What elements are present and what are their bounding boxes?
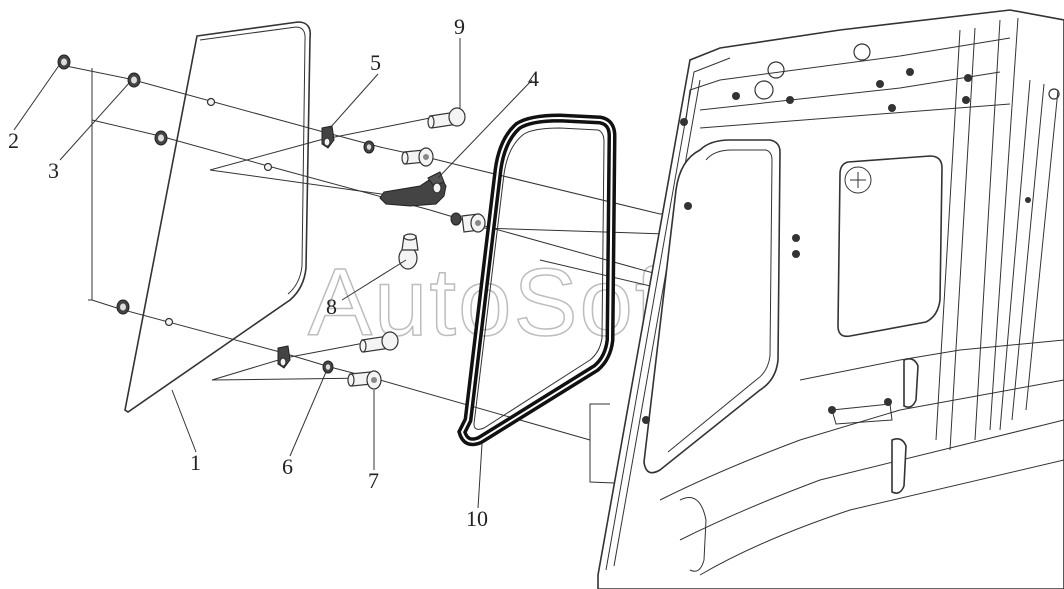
cab-fastener-marks (642, 43, 1060, 424)
hinge-6 (277, 345, 291, 369)
latch-handle-4 (379, 171, 486, 233)
callout-1: 1 (190, 450, 201, 475)
callout-5: 5 (370, 50, 381, 75)
hinge-5 (321, 125, 335, 149)
bolt-upper (401, 147, 434, 167)
callout-8: 8 (326, 294, 337, 319)
washer-upper (363, 140, 375, 154)
bushing-8-upper (359, 331, 399, 353)
glass-hole-3 (164, 317, 174, 327)
glass-pane (124, 21, 312, 413)
callout-4: 4 (528, 66, 539, 91)
bushing-9 (427, 107, 466, 129)
callout-9: 9 (454, 14, 465, 39)
callout-labels: 1 2 3 4 5 6 7 8 9 10 (8, 14, 539, 531)
glass-hole-2 (263, 162, 273, 172)
grommet-3-upper (127, 72, 141, 88)
window-seal-10 (457, 113, 617, 447)
leader-lines (13, 38, 533, 509)
bolt-7 (347, 370, 382, 390)
grommet-3-lower (154, 130, 168, 146)
callout-2: 2 (8, 128, 19, 153)
cab-body-panel (597, 9, 1064, 589)
callout-3: 3 (48, 158, 59, 183)
glass-hole-1 (206, 97, 216, 107)
fastener-2 (57, 54, 71, 70)
knob-8 (398, 233, 419, 270)
callout-7: 7 (368, 468, 379, 493)
callout-6: 6 (282, 454, 293, 479)
washer-6 (322, 360, 334, 374)
grommet-bottom (116, 299, 130, 315)
callout-10: 10 (466, 506, 488, 531)
